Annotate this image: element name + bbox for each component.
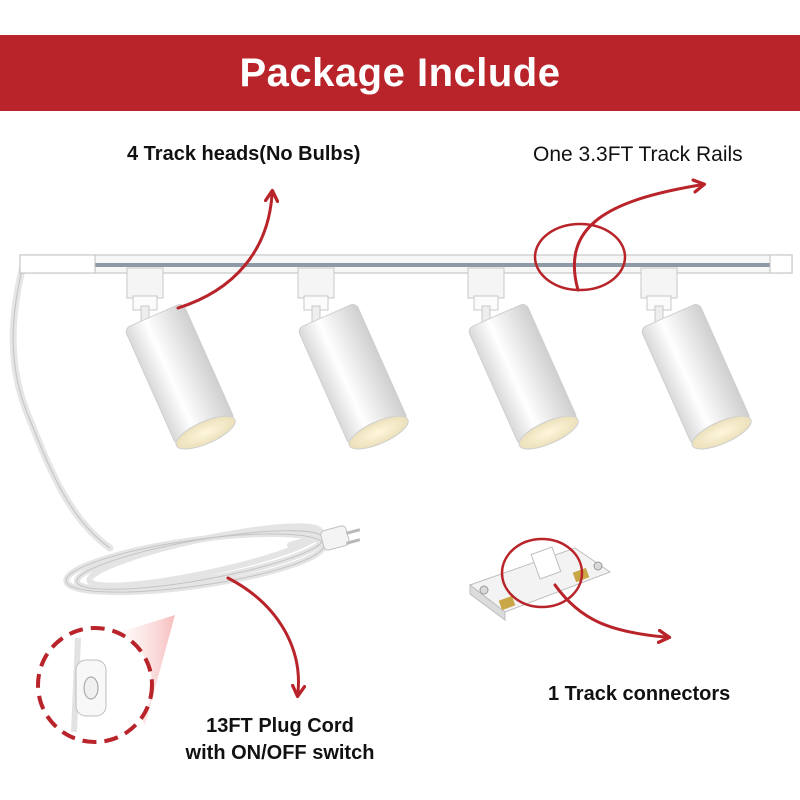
- arrow-track-heads: [176, 195, 272, 310]
- power-cord: [9, 266, 114, 552]
- rail-highlight-circle: [533, 222, 627, 292]
- track-rail: [19, 254, 793, 274]
- banner-title: Package Include: [239, 50, 561, 95]
- plug: [320, 525, 361, 551]
- label-plug-cord: 13FT Plug Cord with ON/OFF switch: [165, 713, 395, 767]
- arrow-connectors: [553, 583, 665, 637]
- header-banner: Package Include: [0, 35, 800, 111]
- arrow-track-rails: [572, 185, 700, 292]
- label-track-rails: One 3.3FT Track Rails: [533, 143, 743, 166]
- track-head: [640, 267, 752, 450]
- track-head: [297, 267, 409, 450]
- label-plug-cord-line1: 13FT Plug Cord: [206, 715, 354, 737]
- switch-icon: [71, 637, 107, 733]
- track-head: [125, 267, 236, 450]
- arrow-plug-cord: [226, 576, 298, 692]
- track-head: [467, 267, 579, 450]
- label-track-heads: 4 Track heads(No Bulbs): [127, 143, 361, 165]
- connector-highlight-circle: [500, 537, 584, 609]
- track-connector: [468, 546, 612, 621]
- label-plug-cord-line2: with ON/OFF switch: [185, 742, 375, 764]
- label-track-connectors: 1 Track connectors: [548, 683, 731, 705]
